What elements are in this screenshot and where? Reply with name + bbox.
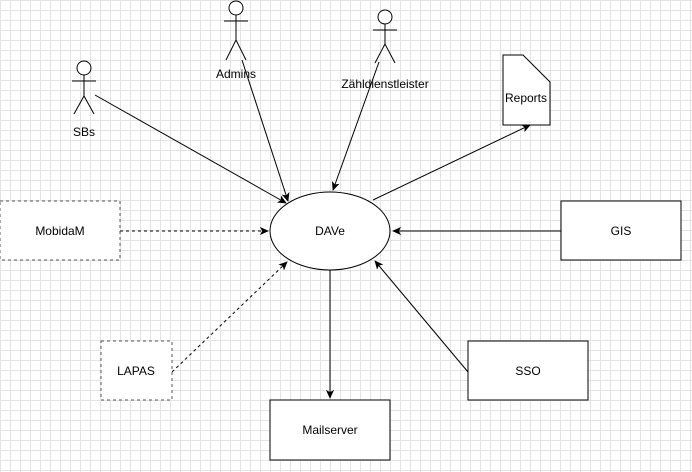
node-label-reports: Reports (505, 91, 547, 105)
edge-lapas-to-dave (171, 261, 288, 373)
mailserver-box (269, 399, 391, 461)
stick-figure-icon (373, 9, 397, 64)
node-label-gis: GIS (611, 224, 632, 238)
edge-zaehldienstleister-to-dave (331, 61, 380, 191)
node-label-dave: DAVe (315, 224, 345, 238)
gis-box (560, 200, 682, 261)
edge-sso-to-dave (374, 260, 469, 373)
mobidam-box (0, 200, 121, 261)
actor-sbs: SBs (72, 60, 96, 139)
actor-label-sbs: SBs (73, 125, 95, 139)
actor-label-admins: Admins (216, 67, 256, 81)
edges (94, 59, 561, 399)
node-gis: GIS (560, 200, 682, 261)
node-mailserver: Mailserver (269, 399, 391, 461)
edge-admins-to-dave (241, 59, 290, 202)
lapas-box (100, 340, 173, 401)
node-reports: Reports (502, 54, 551, 126)
actor-label-zaehldienstleister: Zähldienstleister (341, 77, 428, 91)
stick-figure-icon (72, 60, 96, 115)
node-label-lapas: LAPAS (117, 364, 155, 378)
edge-sbs-to-dave (94, 94, 287, 204)
sso-box (467, 340, 589, 401)
node-mobidam: MobidaM (0, 200, 121, 261)
node-label-mobidam: MobidaM (35, 224, 84, 238)
node-dave: DAVe (269, 191, 391, 271)
dave-ellipse (269, 191, 391, 271)
stick-figure-icon (224, 0, 248, 61)
actor-admins: Admins (216, 0, 256, 81)
edge-dave-to-reports (372, 124, 531, 201)
node-label-mailserver: Mailserver (302, 423, 357, 437)
node-sso: SSO (467, 340, 589, 401)
document-icon (502, 54, 551, 126)
node-lapas: LAPAS (100, 340, 173, 401)
node-label-sso: SSO (515, 364, 540, 378)
actor-zaehldienstleister: Zähldienstleister (341, 9, 429, 91)
